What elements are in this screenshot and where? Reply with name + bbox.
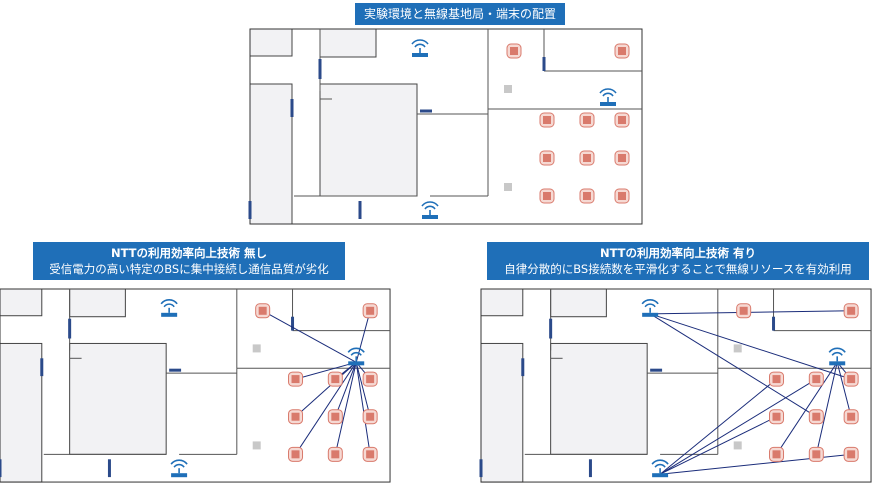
wifi-router-icon <box>170 459 188 478</box>
wifi-router-icon <box>411 39 429 57</box>
wifi-router-icon <box>347 347 365 366</box>
room <box>249 83 293 225</box>
room <box>249 28 293 57</box>
wifi-router-icon <box>651 459 669 478</box>
top-title: 実験環境と無線基地局・端末の配置 <box>355 3 565 25</box>
terminal-icon <box>288 371 304 387</box>
room <box>69 288 126 318</box>
connection-line <box>776 362 838 455</box>
pillar <box>504 85 512 93</box>
room <box>319 83 418 197</box>
wifi-router-icon <box>641 299 659 317</box>
floor-outline <box>480 288 872 483</box>
wifi-router-icon <box>421 201 439 219</box>
terminal-icon <box>736 303 752 319</box>
left-title: NTTの利用効率向上技術 無し 受信電力の高い特定のBSに集中接続し通信品質が劣… <box>33 242 345 280</box>
terminal-icon <box>579 150 595 166</box>
room <box>69 342 167 455</box>
left-title-heading: NTTの利用効率向上技術 無し <box>110 246 268 260</box>
terminal-icon <box>808 371 824 387</box>
right-title-heading: NTTの利用効率向上技術 有り <box>599 246 757 260</box>
floor-outline <box>0 288 391 483</box>
connection-line <box>649 313 817 418</box>
wifi-router-icon <box>828 347 846 366</box>
pillar <box>252 441 261 450</box>
terminal-icon <box>288 409 304 425</box>
connection-line <box>295 361 357 418</box>
terminal-icon <box>579 188 595 204</box>
terminal-icon <box>769 446 785 462</box>
right-title: NTTの利用効率向上技術 有り 自律分散的にBS接続数を平滑化することで無線リソ… <box>487 242 869 280</box>
floorplan-top <box>248 28 643 225</box>
pillar <box>733 441 742 450</box>
terminal-icon <box>808 409 824 425</box>
room <box>0 342 43 483</box>
connection-line <box>334 362 357 455</box>
connection-line <box>659 378 817 475</box>
terminal-icon <box>614 112 630 128</box>
terminal-icon <box>362 371 378 387</box>
terminal-icon <box>362 446 378 462</box>
terminal-icon <box>362 409 378 425</box>
pillar <box>733 344 742 353</box>
terminal-icon <box>539 112 555 128</box>
floor-outline <box>249 28 643 225</box>
connection-line <box>355 310 371 363</box>
wifi-router-icon <box>599 88 617 106</box>
connection-line <box>836 362 852 417</box>
connection-line <box>815 362 838 455</box>
floorplan-without-technique <box>0 288 391 483</box>
terminal-icon <box>843 371 859 387</box>
terminal-icon <box>769 409 785 425</box>
room <box>319 28 377 58</box>
terminal-icon <box>843 446 859 462</box>
connection-line <box>355 362 371 455</box>
room <box>480 342 524 483</box>
terminal-icon <box>288 446 304 462</box>
terminal-icon <box>506 43 522 59</box>
connection-line <box>295 361 357 380</box>
connection-line <box>355 362 371 417</box>
terminal-icon <box>327 371 343 387</box>
terminal-icon <box>808 446 824 462</box>
terminal-icon <box>769 371 785 387</box>
terminal-icon <box>327 446 343 462</box>
room <box>550 342 648 455</box>
terminal-icon <box>614 150 630 166</box>
pillar <box>252 344 261 353</box>
connection-line <box>295 362 357 455</box>
terminal-icon <box>327 409 343 425</box>
connection-line <box>334 362 357 417</box>
terminal-icon <box>614 188 630 204</box>
terminal-icon <box>843 303 859 319</box>
room <box>550 288 607 318</box>
terminal-icon <box>539 188 555 204</box>
terminal-icon <box>614 43 630 59</box>
connection-line <box>659 416 777 475</box>
terminal-icon <box>255 303 271 319</box>
connection-line <box>262 310 357 363</box>
room <box>0 288 43 317</box>
pillar <box>504 183 512 191</box>
room <box>480 288 524 317</box>
terminal-icon <box>843 409 859 425</box>
left-title-subheading: 受信電力の高い特定のBSに集中接続し通信品質が劣化 <box>49 262 329 276</box>
connection-line <box>659 378 777 475</box>
terminal-icon <box>362 303 378 319</box>
right-title-subheading: 自律分散的にBS接続数を平滑化することで無線リソースを有効利用 <box>504 262 852 276</box>
terminal-icon <box>539 150 555 166</box>
connection-line <box>649 313 852 380</box>
floorplan-with-technique <box>479 288 872 483</box>
terminal-icon <box>579 112 595 128</box>
wifi-router-icon <box>160 299 178 317</box>
